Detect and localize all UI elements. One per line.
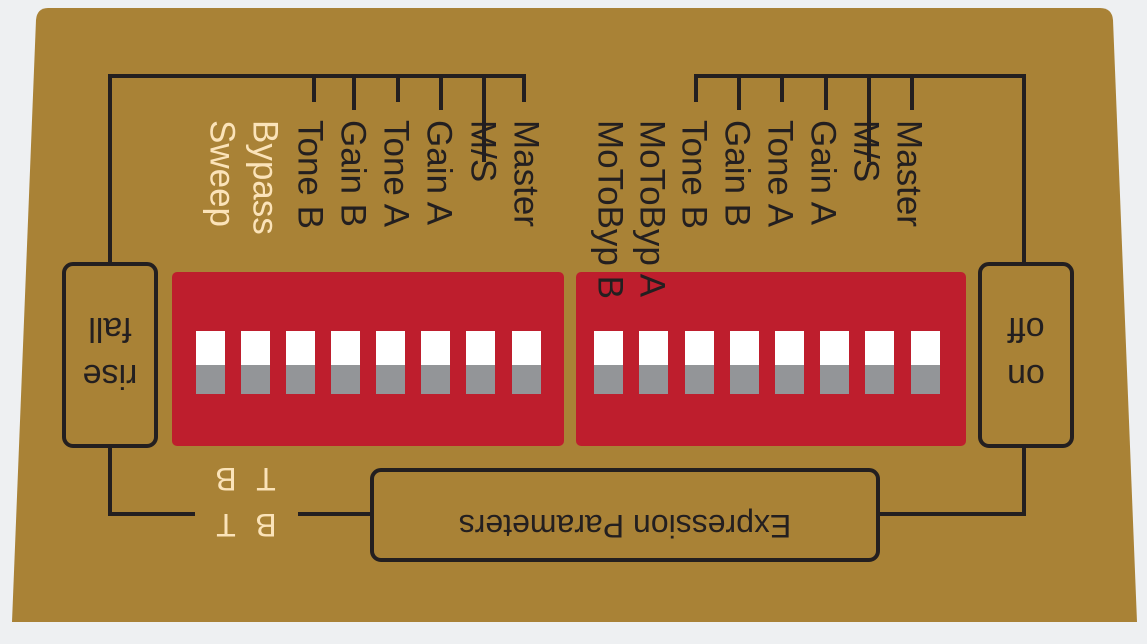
switch-slot	[820, 365, 849, 394]
channel-label: Gain A	[420, 120, 459, 226]
channel-label: Master	[890, 120, 929, 227]
channel-label: MoToByp B	[591, 120, 630, 299]
tb-labels: B T T B	[215, 461, 276, 543]
switch-slot	[730, 365, 759, 394]
switch-slot	[196, 365, 225, 394]
dip-switch-left-7[interactable]	[466, 331, 495, 394]
channel-label: Gain B	[718, 120, 757, 227]
channel-label: Gain A	[804, 120, 843, 226]
dip-switch-right-5[interactable]	[775, 331, 804, 394]
dip-switch-right-7[interactable]	[865, 331, 894, 394]
switch-slot	[685, 365, 714, 394]
channel-label: Sweep	[203, 120, 242, 227]
dip-switch-right-3[interactable]	[685, 331, 714, 394]
dip-switch-left-3[interactable]	[286, 331, 315, 394]
expression-parameters-box: Expression Parameters	[370, 468, 880, 562]
switch-slot	[286, 365, 315, 394]
channel-label: M/S	[464, 120, 503, 182]
dip-switch-left-6[interactable]	[421, 331, 450, 394]
channel-label: Tone B	[291, 120, 330, 229]
dip-switch-right-2[interactable]	[639, 331, 668, 394]
switch-actuator[interactable]	[911, 331, 940, 365]
switch-actuator[interactable]	[865, 331, 894, 365]
switch-actuator[interactable]	[775, 331, 804, 365]
channel-label: Tone B	[675, 120, 714, 229]
tb-row2-right: B	[255, 507, 276, 543]
channel-label: MoToByp A	[633, 120, 672, 298]
switch-actuator[interactable]	[820, 331, 849, 365]
switch-actuator[interactable]	[512, 331, 541, 365]
switch-slot	[775, 365, 804, 394]
dip-block-right	[576, 272, 966, 446]
switch-actuator[interactable]	[331, 331, 360, 365]
switch-actuator[interactable]	[639, 331, 668, 365]
switch-slot	[241, 365, 270, 394]
dip-switch-right-4[interactable]	[730, 331, 759, 394]
tb-row1-left: B	[215, 461, 236, 497]
on-off-box: on off	[978, 262, 1074, 448]
on-label: on	[1007, 357, 1045, 395]
switch-slot	[911, 365, 940, 394]
switch-slot	[594, 365, 623, 394]
channel-label: Tone A	[761, 120, 800, 228]
dip-switch-right-1[interactable]	[594, 331, 623, 394]
dip-switch-left-1[interactable]	[196, 331, 225, 394]
switch-actuator[interactable]	[685, 331, 714, 365]
dip-switch-left-4[interactable]	[331, 331, 360, 394]
switch-slot	[639, 365, 668, 394]
dip-block-left	[172, 272, 564, 446]
connector-lines	[108, 74, 1026, 516]
switch-actuator[interactable]	[241, 331, 270, 365]
switch-slot	[865, 365, 894, 394]
dip-switch-right-6[interactable]	[820, 331, 849, 394]
switch-actuator[interactable]	[730, 331, 759, 365]
dip-switches	[196, 331, 940, 394]
channel-label: Gain B	[334, 120, 373, 227]
tb-row1-right: T	[256, 461, 276, 497]
fall-label: fall	[88, 310, 131, 348]
channel-label: Tone A	[377, 120, 416, 228]
tb-row2-left: T	[216, 507, 236, 543]
dip-switch-left-8[interactable]	[512, 331, 541, 394]
off-label: off	[1007, 310, 1045, 348]
dip-switch-left-2[interactable]	[241, 331, 270, 394]
expression-parameters-label: Expression Parameters	[459, 508, 792, 544]
channel-label: Master	[507, 120, 546, 227]
channel-label: Bypass	[246, 120, 285, 235]
dip-switch-right-8[interactable]	[911, 331, 940, 394]
rise-label: rise	[83, 357, 138, 395]
switch-slot	[466, 365, 495, 394]
switch-slot	[376, 365, 405, 394]
rise-fall-box: rise fall	[62, 262, 158, 448]
switch-actuator[interactable]	[196, 331, 225, 365]
switch-actuator[interactable]	[376, 331, 405, 365]
switch-actuator[interactable]	[286, 331, 315, 365]
switch-actuator[interactable]	[466, 331, 495, 365]
dip-switch-left-5[interactable]	[376, 331, 405, 394]
channel-label: M/S	[847, 120, 886, 182]
switch-slot	[421, 365, 450, 394]
switch-slot	[331, 365, 360, 394]
switch-actuator[interactable]	[594, 331, 623, 365]
switch-actuator[interactable]	[421, 331, 450, 365]
switch-slot	[512, 365, 541, 394]
